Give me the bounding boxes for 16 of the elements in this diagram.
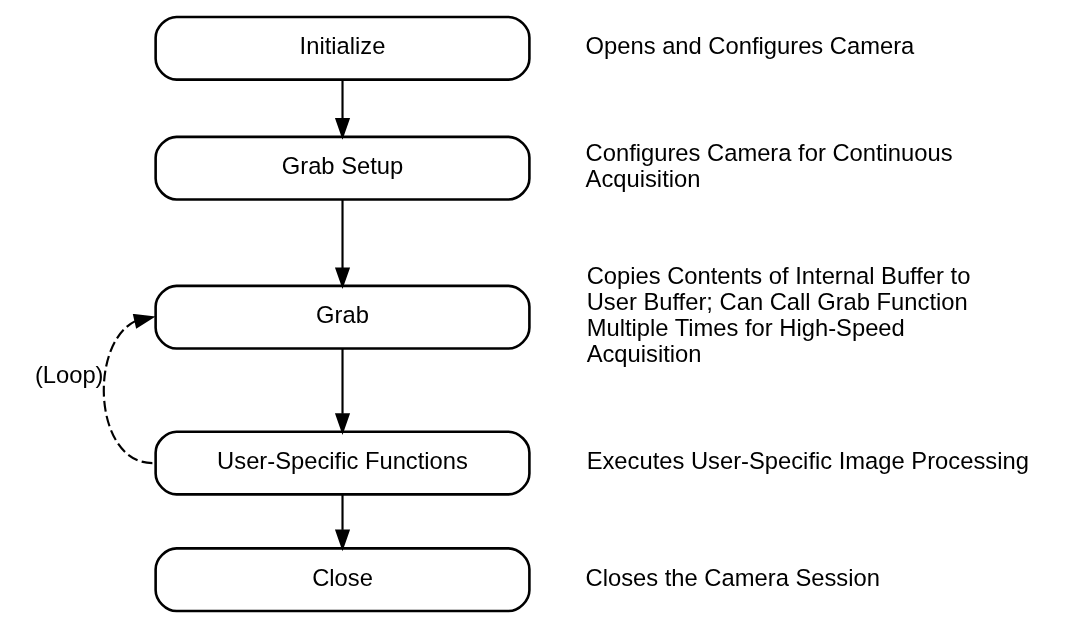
node-label: Copies Contents of Internal Buffer to User Buffer; Can Call Grab Function Multiple Times for High-Speed Acquisition <box>586 262 971 368</box>
edge-label: (Loop) <box>34 361 104 389</box>
arrow <box>334 348 351 435</box>
node-box: Close <box>154 547 531 613</box>
node-label: Opens and Configures Camera <box>585 32 915 60</box>
arrow <box>334 494 351 552</box>
node-label: Closes the Camera Session <box>585 563 880 591</box>
arrow <box>334 199 351 290</box>
node-box: Grab Setup <box>154 135 531 201</box>
node-label: Executes User-Specific Image Processing <box>586 447 1029 475</box>
node-label: Configures Camera for Continuous Acquisition <box>585 139 953 193</box>
arrow <box>334 79 351 140</box>
arrow <box>102 313 156 465</box>
node-box: Grab <box>154 284 531 350</box>
node-box: User-Specific Functions <box>154 430 531 496</box>
node-box: Initialize <box>154 15 531 81</box>
